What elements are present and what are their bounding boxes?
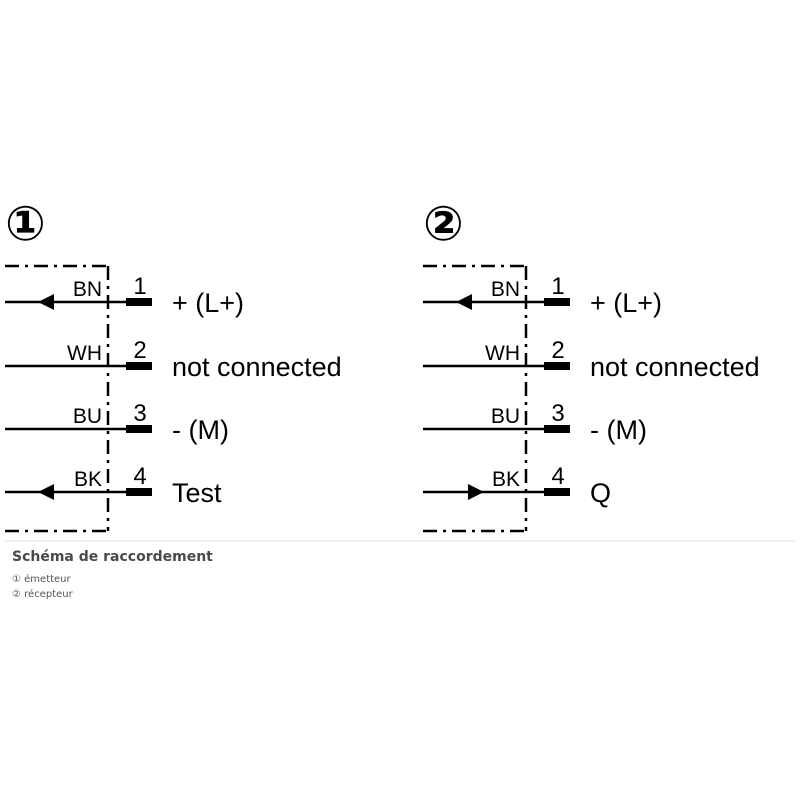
pin-terminal <box>126 362 152 370</box>
wire-color-code: BK <box>74 468 102 491</box>
pin-terminal <box>126 488 152 496</box>
wire-2: WH 2 not connected <box>5 337 342 382</box>
signal-label: + (L+) <box>172 288 244 318</box>
wire-2: WH 2 not connected <box>423 337 760 382</box>
wire-4: BK 4Q <box>423 463 611 508</box>
legend-emitter: ① émetteur <box>12 574 71 585</box>
wire-color-code: BN <box>491 278 520 301</box>
pin-number: 4 <box>133 463 146 490</box>
signal-label: Q <box>590 478 611 508</box>
wire-3: BU 3 - (M) <box>5 400 229 445</box>
signal-label: not connected <box>590 352 760 382</box>
wire-color-code: BU <box>491 405 520 428</box>
panel-badge: ① <box>5 196 46 252</box>
panel-badge: ② <box>423 196 464 252</box>
wire-3: BU 3 - (M) <box>423 400 647 445</box>
pin-number: 1 <box>133 273 146 300</box>
legend-receiver: ② récepteur <box>12 589 73 600</box>
pin-terminal <box>544 298 570 306</box>
wire-color-code: WH <box>67 342 102 365</box>
wire-color-code: WH <box>485 342 520 365</box>
pin-terminal <box>126 298 152 306</box>
pin-number: 1 <box>551 273 564 300</box>
pin-terminal <box>544 362 570 370</box>
signal-label: - (M) <box>590 415 647 445</box>
pin-terminal <box>544 488 570 496</box>
signal-label: + (L+) <box>590 288 662 318</box>
signal-label: - (M) <box>172 415 229 445</box>
signal-label: not connected <box>172 352 342 382</box>
pin-terminal <box>126 425 152 433</box>
wire-color-code: BN <box>73 278 102 301</box>
arrow-left-icon <box>38 294 54 310</box>
pin-terminal <box>544 425 570 433</box>
pin-number: 2 <box>133 337 146 364</box>
wire-1: BN 1 + (L+) <box>423 273 662 318</box>
wire-color-code: BK <box>492 468 520 491</box>
arrow-left-icon <box>456 294 472 310</box>
pin-number: 3 <box>551 400 564 427</box>
pin-number: 3 <box>133 400 146 427</box>
wire-color-code: BU <box>73 405 102 428</box>
arrow-right-icon <box>468 484 484 500</box>
pin-number: 4 <box>551 463 564 490</box>
diagram-caption-title: Schéma de raccordement <box>12 549 213 565</box>
wire-1: BN 1 + (L+) <box>5 273 244 318</box>
signal-label: Test <box>172 478 222 508</box>
pin-number: 2 <box>551 337 564 364</box>
arrow-left-icon <box>38 484 54 500</box>
